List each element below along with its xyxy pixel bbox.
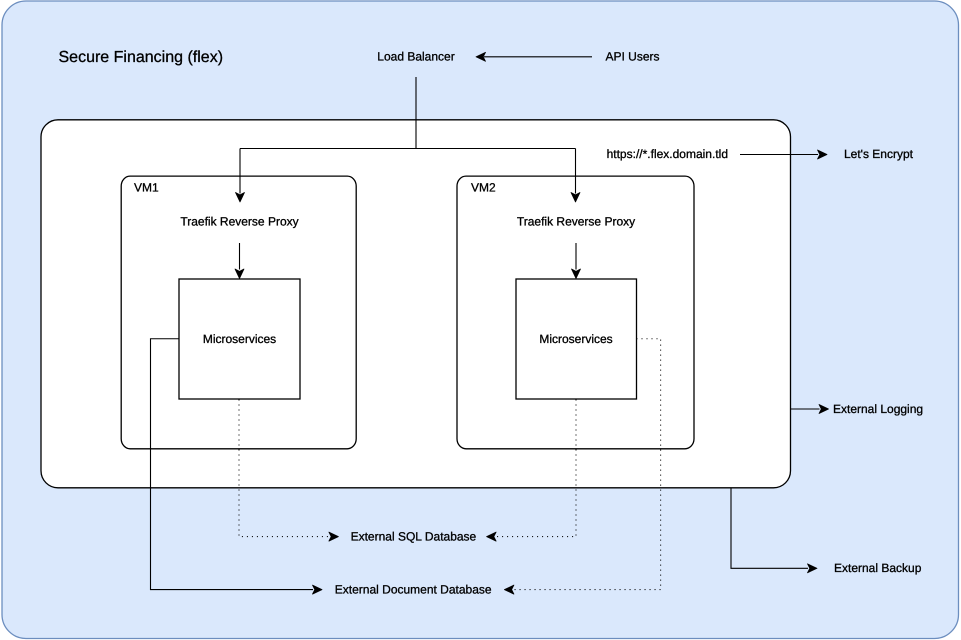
svg-text:Traefik Reverse Proxy: Traefik Reverse Proxy — [180, 215, 298, 229]
svg-text:Traefik Reverse Proxy: Traefik Reverse Proxy — [517, 215, 635, 229]
svg-text:https://*.flex.domain.tld: https://*.flex.domain.tld — [607, 147, 728, 161]
svg-text:External Backup: External Backup — [834, 561, 922, 575]
svg-text:External Logging: External Logging — [833, 402, 923, 416]
svg-text:Secure Financing (flex): Secure Financing (flex) — [59, 49, 224, 66]
svg-text:Let's Encrypt: Let's Encrypt — [844, 147, 914, 161]
svg-text:VM2: VM2 — [471, 181, 496, 195]
svg-text:VM1: VM1 — [134, 181, 159, 195]
svg-text:Load Balancer: Load Balancer — [377, 49, 454, 63]
svg-text:External Document Database: External Document Database — [335, 582, 492, 596]
svg-text:Microservices: Microservices — [203, 332, 276, 346]
svg-text:External SQL Database: External SQL Database — [351, 530, 477, 544]
svg-text:API Users: API Users — [605, 49, 659, 63]
svg-text:Microservices: Microservices — [539, 332, 612, 346]
